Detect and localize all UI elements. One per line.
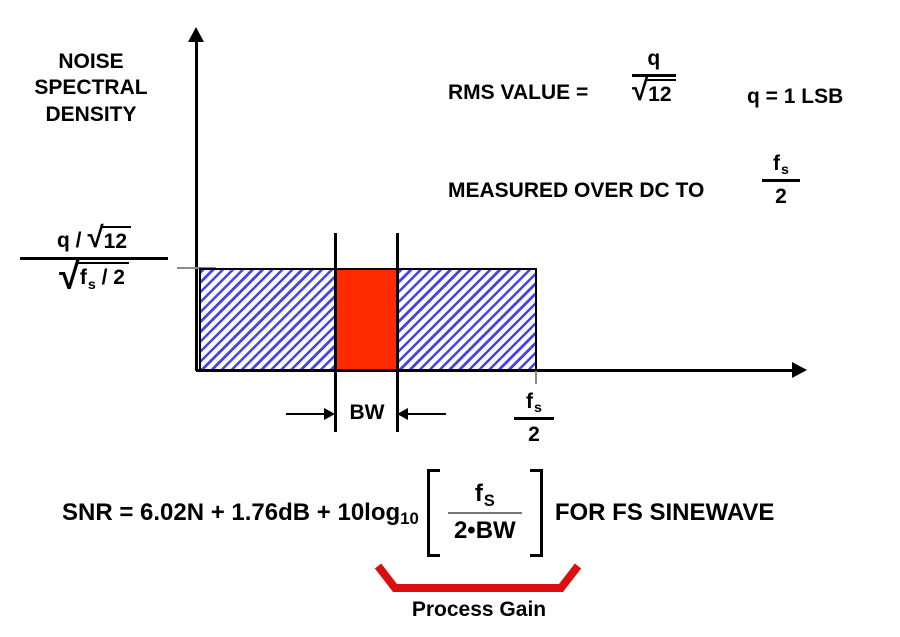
- measured-fraction: fs 2: [762, 151, 800, 211]
- fs-base: f: [79, 266, 87, 290]
- fraction-bar: [632, 74, 676, 78]
- y-axis-title: NOISE SPECTRAL DENSITY: [15, 49, 167, 128]
- radical-icon: √: [632, 74, 649, 108]
- nyquist-numerator: fs: [526, 389, 542, 417]
- radical-icon: √: [59, 255, 80, 298]
- measured-numerator: fs: [773, 151, 789, 179]
- radicand-12: 12: [646, 79, 676, 108]
- measured-denominator: 2: [775, 185, 787, 209]
- bw-right-arrow-icon: [397, 408, 408, 420]
- y-axis: [195, 38, 198, 371]
- noise-level-num-prefix: q /: [57, 228, 82, 252]
- radicand-fs-2: fs / 2: [77, 262, 129, 293]
- snr-frac-numerator: fS: [474, 479, 495, 510]
- x-axis-arrowhead-icon: [792, 362, 807, 378]
- fs-subscript: s: [781, 162, 789, 179]
- left-bracket-icon: [426, 469, 440, 557]
- noise-level-denominator: √fs / 2: [59, 255, 129, 298]
- process-gain-label: Process Gain: [411, 598, 547, 621]
- q-lsb-note: q = 1 LSB: [747, 85, 844, 108]
- snr-suffix: FOR FS SINEWAVE: [554, 498, 775, 526]
- snr-frac-denominator: 2•BW: [453, 517, 516, 545]
- sqrt-12: √12: [632, 74, 676, 108]
- snr-fraction: fS 2•BW: [447, 479, 522, 546]
- nyquist-denominator: 2: [528, 423, 540, 447]
- bw-right-arrow-line: [406, 413, 446, 415]
- y-axis-arrowhead-icon: [188, 27, 204, 42]
- nyquist-tick: [535, 371, 537, 384]
- fs-base: f: [773, 152, 781, 175]
- measured-over-label: MEASURED OVER DC TO: [448, 179, 705, 202]
- rms-value-fraction: q √12: [632, 46, 676, 110]
- fs-base: f: [474, 479, 483, 507]
- fraction-bar: [514, 417, 554, 421]
- sqrt-fs-over-2: √fs / 2: [59, 255, 129, 298]
- fs-subscript: s: [87, 276, 96, 293]
- fs-subscript: S: [483, 491, 495, 510]
- bw-left-arrow-icon: [324, 408, 335, 420]
- sqrt-12: √12: [87, 221, 131, 255]
- snr-formula: SNR = 6.02N + 1.76dB + 10log10 fS 2•BW F…: [62, 467, 774, 559]
- band-right-line: [396, 233, 399, 432]
- signal-bandwidth-rect: [337, 268, 398, 371]
- fraction-bar: [762, 179, 800, 183]
- process-gain-brace-icon: [374, 563, 582, 592]
- noise-level-numerator: q / √12: [57, 221, 131, 255]
- right-bracket-icon: [529, 469, 543, 557]
- fs-base: f: [526, 390, 534, 413]
- y-axis-title-line3: DENSITY: [45, 102, 137, 126]
- log-subscript: 10: [400, 509, 419, 529]
- bw-left-arrow-line: [286, 413, 326, 415]
- radicand-12: 12: [101, 226, 131, 255]
- noise-level-tick: [177, 267, 216, 269]
- fraction-bar: [447, 511, 522, 515]
- snr-lead-text: SNR = 6.02N + 1.76dB + 10log10: [62, 498, 419, 529]
- radical-icon: √: [87, 221, 104, 255]
- fs-suffix: / 2: [95, 266, 125, 290]
- y-axis-title-line1: NOISE: [58, 50, 124, 73]
- band-left-line: [334, 233, 337, 432]
- rms-numerator: q: [647, 47, 661, 70]
- noise-level-fraction: q / √12 √fs / 2: [20, 221, 168, 298]
- rms-value-label: RMS VALUE =: [448, 81, 589, 104]
- rms-denominator: √12: [632, 74, 676, 109]
- fraction-bar: [20, 257, 168, 261]
- y-axis-title-line2: SPECTRAL: [34, 76, 148, 100]
- fs-subscript: s: [534, 400, 542, 417]
- snr-lead: SNR = 6.02N + 1.76dB + 10log: [62, 498, 401, 526]
- nyquist-frequency-label: fs 2: [514, 389, 554, 449]
- bw-label: BW: [349, 401, 385, 424]
